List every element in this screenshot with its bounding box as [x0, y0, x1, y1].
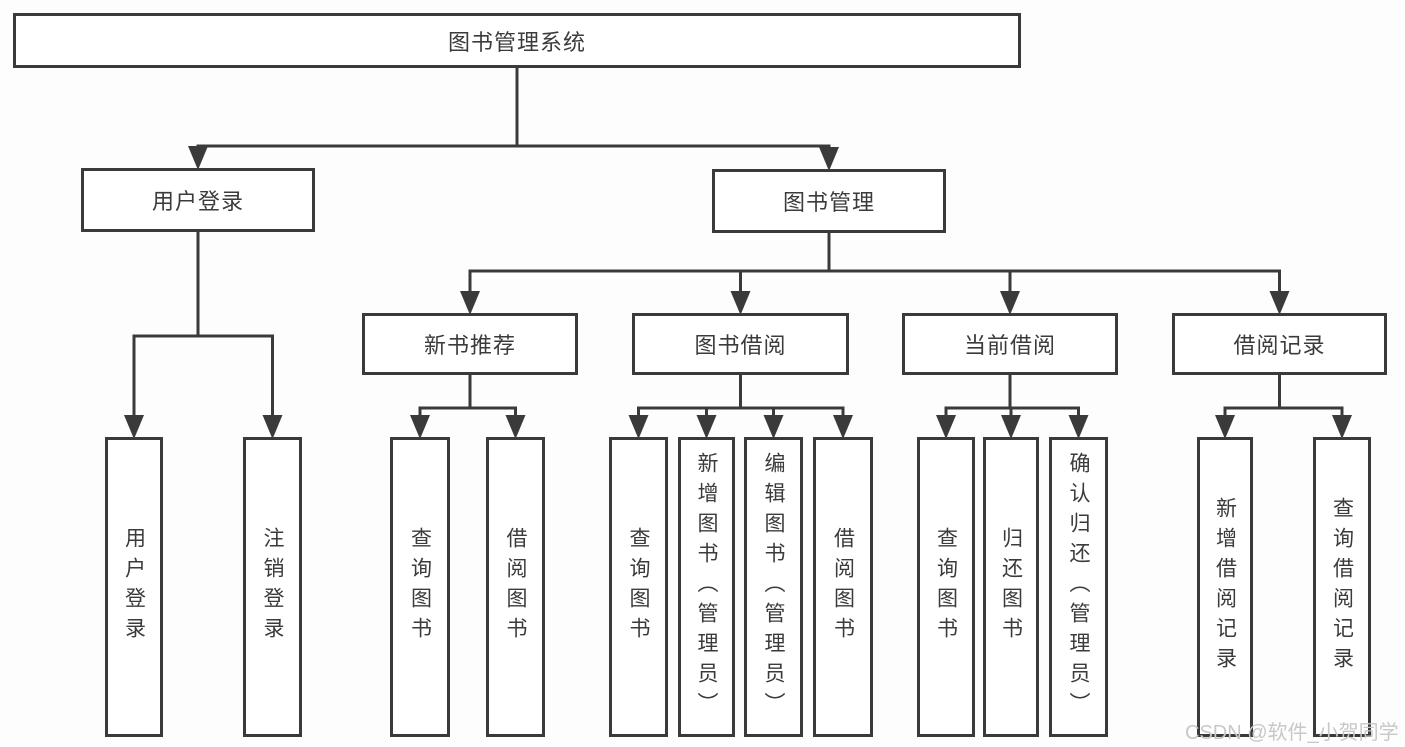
node-label: 确认归还（管理员） — [1067, 452, 1090, 722]
node-label: 注销登录 — [261, 527, 284, 647]
node-root: 图书管理系统 — [13, 13, 1021, 68]
node-current-borrow: 当前借阅 — [902, 313, 1118, 375]
node-v-borrow-books-2: 借阅图书 — [813, 437, 873, 737]
connector-book-borrow — [628, 373, 853, 439]
node-label: 查询借阅记录 — [1330, 497, 1354, 677]
node-label: 新增图书（管理员） — [695, 452, 718, 722]
node-v-query-books-1: 查询图书 — [390, 437, 450, 737]
node-label: 借阅图书 — [504, 527, 527, 647]
node-label: 查询图书 — [408, 527, 432, 647]
watermark: CSDN @软件_小贺同学 — [1185, 722, 1399, 744]
node-new-book-rec: 新书推荐 — [362, 313, 578, 375]
node-v-add-book: 新增图书（管理员） — [678, 437, 735, 737]
node-book-borrow: 图书借阅 — [632, 313, 849, 375]
connector-new-book-rec — [410, 373, 526, 439]
connector-user-login — [124, 230, 283, 439]
node-v-query-books-2: 查询图书 — [609, 437, 668, 737]
node-v-query-books-3: 查询图书 — [917, 437, 975, 737]
node-label: 新增借阅记录 — [1213, 497, 1237, 677]
connector-borrow-records — [1215, 373, 1352, 439]
node-label: 当前借阅 — [963, 333, 1056, 358]
node-user-login: 用户登录 — [81, 168, 315, 232]
node-label: 图书管理 — [782, 190, 875, 215]
node-book-mgmt: 图书管理 — [712, 169, 946, 233]
node-label: 查询图书 — [627, 527, 650, 647]
node-label: 归还图书 — [999, 527, 1023, 647]
connector-book-mgmt — [460, 231, 1290, 315]
node-label: 图书借阅 — [694, 333, 787, 358]
node-label: 图书管理系统 — [447, 29, 586, 55]
node-v-return-book: 归还图书 — [983, 437, 1039, 737]
node-v-add-borrow-record: 新增借阅记录 — [1197, 437, 1253, 737]
node-label: 新书推荐 — [423, 333, 516, 358]
node-label: 查询图书 — [934, 527, 958, 647]
connector-root — [188, 66, 839, 171]
node-label: 用户登录 — [151, 189, 244, 214]
node-v-edit-book: 编辑图书（管理员） — [744, 437, 803, 737]
node-v-borrow-books-1: 借阅图书 — [486, 437, 545, 737]
node-v-confirm-return: 确认归还（管理员） — [1049, 437, 1108, 737]
node-borrow-records: 借阅记录 — [1172, 313, 1387, 375]
connector-current-borrow — [936, 373, 1089, 439]
node-v-query-borrow-record: 查询借阅记录 — [1313, 437, 1371, 737]
node-v-logout: 注销登录 — [243, 437, 302, 737]
node-v-user-login: 用户登录 — [105, 437, 163, 737]
node-label: 编辑图书（管理员） — [762, 452, 785, 722]
node-label: 借阅记录 — [1233, 333, 1326, 358]
node-label: 借阅图书 — [831, 527, 855, 647]
node-label: 用户登录 — [122, 527, 146, 647]
